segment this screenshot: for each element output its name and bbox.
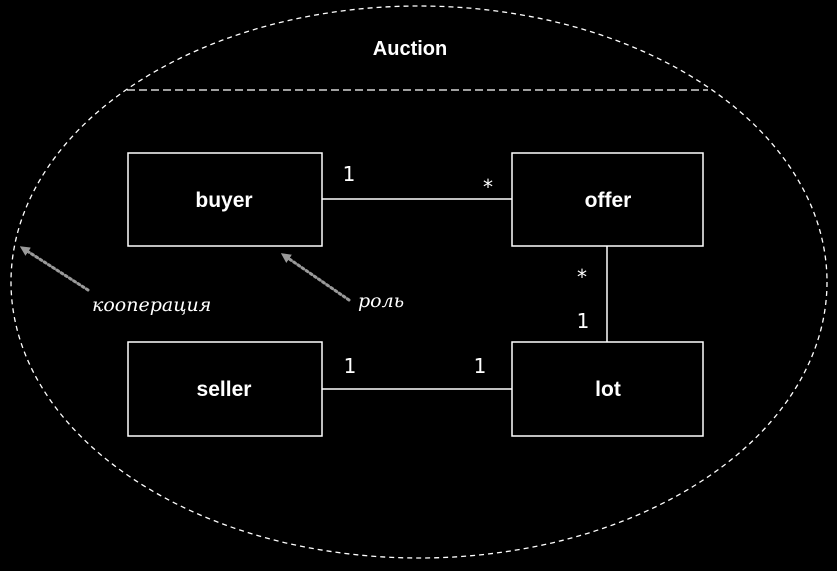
multiplicity-offer-end-from-lot: * bbox=[577, 265, 587, 289]
collaboration-title: Auction bbox=[373, 38, 447, 60]
class-label-seller: seller bbox=[197, 378, 252, 401]
class-box-offer[interactable]: offer bbox=[511, 152, 704, 247]
multiplicity-lot-end-from-seller: 1 bbox=[474, 354, 487, 378]
class-label-offer: offer bbox=[585, 189, 632, 212]
multiplicity-lot-end-from-offer: 1 bbox=[577, 309, 590, 333]
collaboration-annotation-arrow bbox=[19, 246, 90, 292]
multiplicity-seller-end: 1 bbox=[344, 354, 357, 378]
class-box-seller[interactable]: seller bbox=[127, 341, 323, 437]
class-label-buyer: buyer bbox=[195, 189, 252, 212]
class-label-lot: lot bbox=[595, 378, 621, 401]
multiplicity-offer-end-from-buyer: * bbox=[483, 175, 493, 199]
role-annotation-arrow bbox=[280, 253, 351, 302]
class-box-buyer[interactable]: buyer bbox=[127, 152, 323, 247]
multiplicity-buyer-end: 1 bbox=[343, 162, 356, 186]
collaboration-ellipse bbox=[10, 5, 828, 559]
collaboration-annotation-label: кооперация bbox=[92, 294, 211, 316]
class-box-lot[interactable]: lot bbox=[511, 341, 704, 437]
role-annotation-label: роль bbox=[358, 290, 404, 312]
